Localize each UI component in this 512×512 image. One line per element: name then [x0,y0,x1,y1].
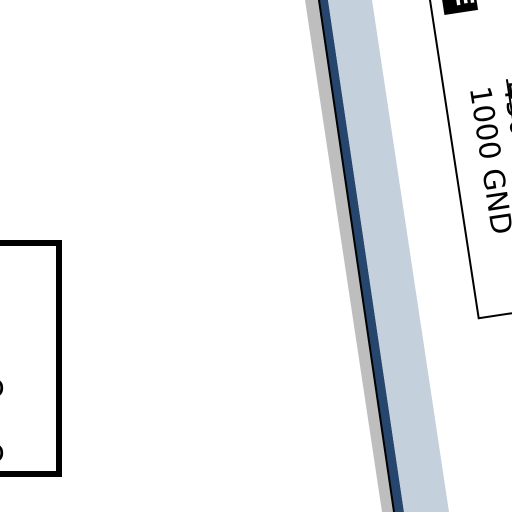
legend-box-border [0,240,62,477]
runway-edge [318,0,404,512]
runway-surface[interactable] [328,0,449,512]
airspace-info-panel[interactable]: E 4500 MSL 1000 GND [427,0,512,320]
altitude-divider [505,79,512,246]
panel-chip [440,0,479,15]
legend-box[interactable]: o o [0,240,62,477]
runway-shadow [305,0,397,512]
panel-border [427,0,512,320]
panel-chip-letter: E [449,0,479,8]
legend-marker-1: o [0,369,5,403]
runway-edge-line [318,0,395,512]
legend-marker-2: o [0,434,5,468]
